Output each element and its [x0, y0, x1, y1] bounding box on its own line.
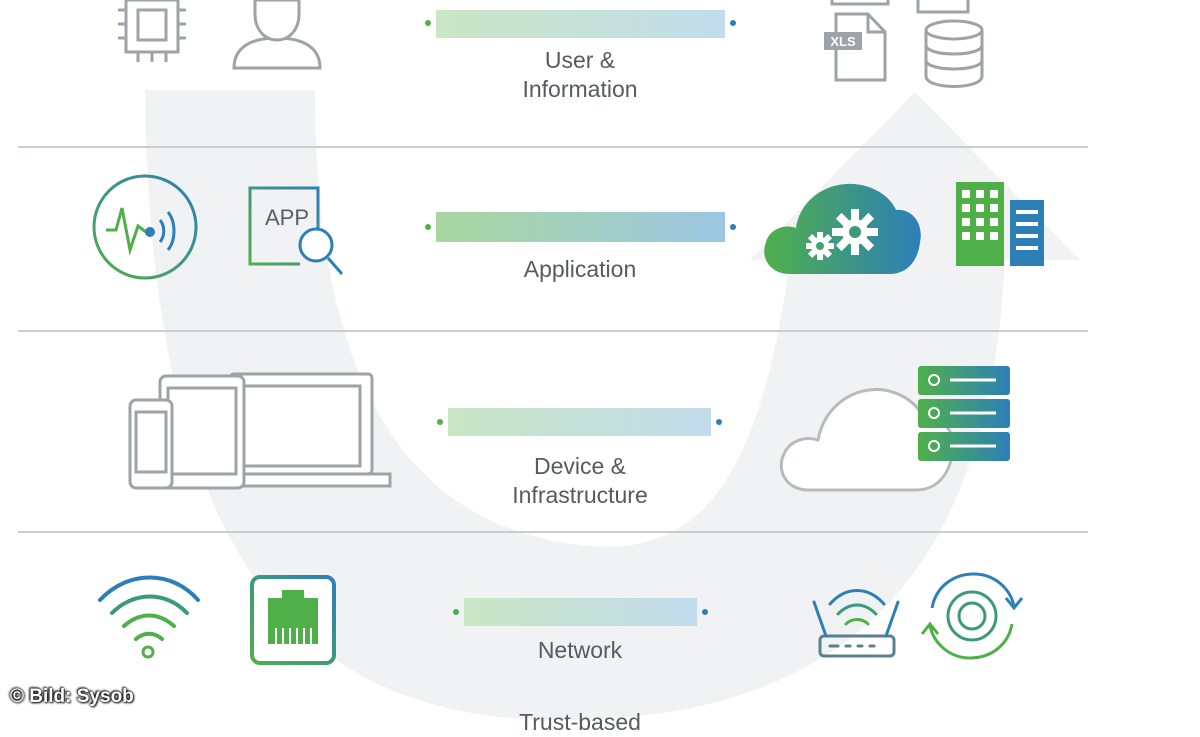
layer-label-network: Network — [537, 637, 623, 663]
office-buildings-icon — [956, 182, 1044, 266]
connector-user-information — [425, 10, 736, 38]
ethernet-port-icon — [250, 575, 336, 665]
layer-label-trust-based-partial: Trust-based — [519, 709, 641, 735]
database-icon — [924, 19, 984, 88]
layer-label-application: Application — [523, 256, 637, 282]
connector-network — [453, 598, 708, 626]
user-person-icon — [232, 0, 322, 70]
cloud-server-icon — [779, 366, 1010, 492]
connector-application — [425, 212, 736, 242]
layer-label-device-infrastructure: Device & Infrastructure — [512, 453, 648, 508]
wifi-icon — [98, 575, 200, 659]
monitoring-pulse-icon — [92, 174, 198, 280]
app-badge-text: APP — [265, 205, 309, 230]
cpu-chip-icon — [118, 0, 186, 62]
image-credit: © Bild: Sysob — [10, 686, 134, 707]
xls-file-icon: XLS — [824, 12, 887, 82]
connector-device-infrastructure — [437, 408, 722, 436]
wifi-router-icon — [812, 589, 900, 658]
layer-label-user-information: User & Information — [522, 47, 638, 102]
app-search-icon: APP — [248, 186, 344, 275]
phone-tablet-laptop-icon — [128, 372, 392, 490]
xls-badge-text: XLS — [830, 34, 856, 49]
sync-refresh-icon — [920, 572, 1024, 660]
zero-trust-layers-diagram: XLS APP — [18, 0, 1088, 720]
layer-dividers — [18, 146, 1088, 533]
cloud-gears-icon — [764, 183, 921, 274]
document-icon — [830, 0, 970, 14]
